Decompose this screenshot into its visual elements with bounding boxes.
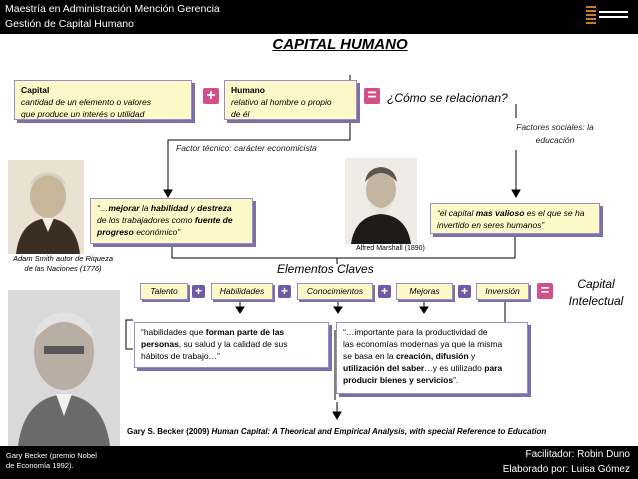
- capital-intelectual-line-2: Intelectual: [568, 294, 624, 308]
- smith-quote-text: y: [188, 203, 198, 213]
- smith-quote-text: de los trabajadores como: [97, 215, 195, 225]
- marshall-quote-bold: mas valioso: [475, 208, 525, 218]
- relation-question: ¿Cómo se relacionan?: [387, 91, 508, 105]
- adam-smith-portrait: [8, 160, 84, 254]
- element-habilidades: Habilidades: [211, 283, 273, 300]
- marshall-quote-text: es el que se ha: [524, 208, 585, 218]
- element-inversion: Inversión: [476, 283, 529, 300]
- conocimientos-quote-bold: producir bienes y servicios: [343, 375, 454, 385]
- footer-bar: Gary Becker (premio Nobel de Economía 19…: [0, 446, 638, 479]
- smith-quote-bold: habilidad: [150, 203, 189, 213]
- humano-line-1: relativo al hombre o propio: [231, 97, 332, 107]
- conocimientos-quote-box: “…importante para la productividad de la…: [336, 322, 528, 394]
- conocimientos-quote-text: ”.: [453, 375, 459, 385]
- conocimientos-quote-text: y: [468, 351, 476, 361]
- habilidades-quote-line-3: hábitos de trabajo…”: [141, 351, 220, 361]
- plus-operator: +: [278, 285, 291, 298]
- smith-quote-text: económico”: [133, 227, 181, 237]
- smith-quote-bold: destreza: [197, 203, 232, 213]
- conocimientos-quote-text: …y es utilizado: [424, 363, 485, 373]
- element-talento: Talento: [140, 283, 188, 300]
- conocimientos-quote-line-1: “…importante para la productividad de: [343, 327, 488, 337]
- marshall-quote-box: “el capital mas valioso es el que se ha …: [430, 203, 600, 234]
- conocimientos-quote-text: se basa en la: [343, 351, 396, 361]
- capital-definition-box: Capital cantidad de un elemento o valore…: [14, 80, 192, 120]
- capital-heading: Capital: [21, 85, 50, 95]
- equals-operator: =: [537, 283, 553, 299]
- habilidades-quote-bold: personas: [141, 339, 179, 349]
- plus-operator: +: [203, 88, 219, 104]
- smith-caption-line-2: de las Naciones (1776): [24, 264, 102, 273]
- smith-quote-text: la: [139, 203, 151, 213]
- factor-tecnico: Factor técnico: carácter economicista: [176, 143, 317, 153]
- alfred-marshall-portrait: [345, 158, 417, 244]
- equals-operator: =: [364, 88, 380, 104]
- habilidades-quote-bold: forman parte de las: [205, 327, 285, 337]
- conocimientos-quote-bold: creación, difusión: [395, 351, 469, 361]
- factores-sociales-line-1: Factores sociales: la: [516, 122, 594, 132]
- becker-citation: Gary S. Becker (2009) Human Capital: A T…: [127, 427, 546, 436]
- marshall-quote-line-2: invertido en seres humanos”: [437, 220, 545, 230]
- plus-operator: +: [458, 285, 471, 298]
- smith-caption: Adam Smith autor de Riqueza de las Nacio…: [2, 254, 124, 274]
- marshall-caption: Alfred Marshall (1890): [356, 245, 425, 252]
- smith-quote-text: “…: [97, 203, 109, 213]
- citation-author: Gary S. Becker (2009): [127, 427, 212, 436]
- habilidades-quote-text: , su salud y la calidad de sus: [178, 339, 288, 349]
- course-title: Gestión de Capital Humano: [5, 18, 134, 30]
- habilidades-quote-text: “habilidades que: [141, 327, 206, 337]
- smith-quote-bold: mejorar: [108, 203, 140, 213]
- becker-caption-line-1: Gary Becker (premio Nobel: [6, 451, 97, 460]
- becker-caption: Gary Becker (premio Nobel de Economía 19…: [6, 451, 97, 471]
- capital-intelectual: Capital Intelectual: [558, 276, 634, 310]
- element-mejoras: Mejoras: [396, 283, 453, 300]
- conocimientos-quote-bold: utilización del saber: [343, 363, 425, 373]
- smith-quote-bold: fuente de: [194, 215, 233, 225]
- capital-line-1: cantidad de un elemento o valores: [21, 97, 151, 107]
- elaborado-por: Elaborado por: Luisa Gómez: [502, 464, 630, 475]
- humano-definition-box: Humano relativo al hombre o propio de él: [224, 80, 357, 120]
- smith-quote-bold: progreso: [97, 227, 134, 237]
- element-conocimientos: Conocimientos: [297, 283, 373, 300]
- capital-intelectual-line-1: Capital: [577, 277, 615, 291]
- marshall-quote-text: “el capital: [437, 208, 476, 218]
- program-title: Maestría en Administración Mención Geren…: [5, 3, 220, 15]
- header-bar: Maestría en Administración Mención Geren…: [0, 0, 638, 34]
- smith-quote-box: “…mejorar la habilidad y destreza de los…: [90, 198, 253, 244]
- smith-caption-line-1: Adam Smith autor de Riqueza: [12, 254, 114, 263]
- factores-sociales: Factores sociales: la educación: [496, 121, 614, 147]
- plus-operator: +: [378, 285, 391, 298]
- conocimientos-quote-line-2: las economías modernas ya que la misma: [343, 339, 503, 349]
- university-logo: [586, 6, 628, 24]
- factores-sociales-line-2: educación: [535, 135, 575, 145]
- gary-becker-portrait: [8, 290, 120, 446]
- elementos-claves-label: Elementos Claves: [277, 262, 374, 276]
- conocimientos-quote-bold: para: [484, 363, 503, 373]
- capital-line-2: que produce un interés o utilidad: [21, 109, 145, 119]
- humano-heading: Humano: [231, 85, 265, 95]
- citation-title: Human Capital: A Theorical and Empirical…: [211, 427, 547, 436]
- becker-caption-line-2: de Economía 1992).: [6, 461, 74, 470]
- habilidades-quote-box: “habilidades que forman parte de las per…: [134, 322, 329, 368]
- page-title: CAPITAL HUMANO: [272, 36, 408, 53]
- plus-operator: +: [192, 285, 205, 298]
- facilitador: Facilitador: Robin Duno: [525, 449, 631, 460]
- humano-line-2: de él: [231, 109, 250, 119]
